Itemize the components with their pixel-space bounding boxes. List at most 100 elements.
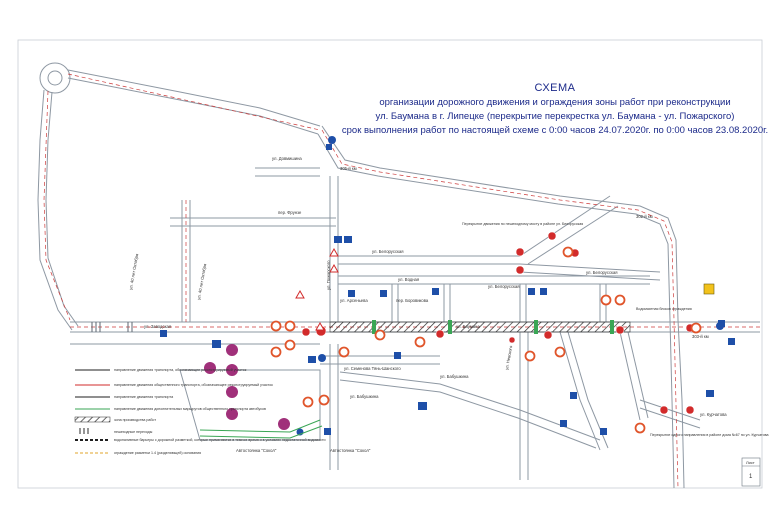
prohibition-sign <box>338 346 350 358</box>
km-303: 303-й км <box>692 334 709 339</box>
note-boundary: Водомаятная блоков ограждения <box>636 307 692 311</box>
prohibition-sign <box>524 350 536 362</box>
prohibition-sign <box>554 346 566 358</box>
bus-stop-marker <box>204 362 216 374</box>
bus-stop-marker <box>226 408 238 420</box>
crosswalks <box>91 322 133 332</box>
street-babushkina2: ул. Бабушкина <box>350 394 379 399</box>
prohibition-sign <box>634 422 646 434</box>
prohibition-sign <box>414 336 426 348</box>
mandatory-sign <box>328 136 336 144</box>
info-sign <box>348 290 355 297</box>
note-closure-right: Перекрытие одного направления в районе д… <box>650 433 769 437</box>
no-entry-sign <box>515 247 525 257</box>
no-entry-sign <box>543 330 553 340</box>
info-sign <box>600 428 607 435</box>
km-302: 302-й км <box>636 214 653 219</box>
work-zone <box>329 321 631 333</box>
legend-label-3: направление движения дополнительных марш… <box>114 407 266 411</box>
legend-label-1: направление движения общественного транс… <box>114 383 273 387</box>
barrier <box>372 320 376 334</box>
info-sign <box>344 236 352 243</box>
roundabout-outer <box>39 62 71 94</box>
info-sign <box>160 330 167 337</box>
info-sign <box>380 290 387 297</box>
prohibition-sign <box>284 339 296 351</box>
street-vodnaya: ул. Водная <box>398 277 419 282</box>
water-barriers <box>372 320 614 334</box>
no-entry-sign <box>659 405 669 415</box>
no-entry-sign <box>547 231 557 241</box>
bus-routes <box>199 419 323 439</box>
street-baumana: ул. Баумана <box>456 324 480 329</box>
barrier <box>534 320 538 334</box>
warning-sign <box>329 247 339 257</box>
street-belorusskaya-right: ул. Белорусская <box>586 270 618 275</box>
prohibition-sign <box>600 294 612 306</box>
prohibition-sign <box>374 329 386 341</box>
bus-stop-marker <box>226 364 238 376</box>
info-sign <box>728 338 735 345</box>
barrier <box>448 320 452 334</box>
bus-stops <box>204 344 290 430</box>
mandatory-sign <box>716 322 724 330</box>
street-belorusskaya-mid: ул. Белорусская <box>488 284 520 289</box>
street-belorusskaya-top: ул. Белорусская <box>372 249 404 254</box>
stamp-label: Лист <box>746 460 755 465</box>
prohibition-sign <box>302 396 314 408</box>
bus-stop-marker <box>226 386 238 398</box>
prohibition-sign <box>690 322 702 334</box>
legend <box>74 369 111 454</box>
no-entry-sign <box>508 336 516 344</box>
street-arsenieva: ул. Арсеньева <box>340 298 368 303</box>
street-labels: ул. Довмишина пер. Фрунзе ул. Белорусска… <box>144 156 727 453</box>
detour-sign <box>703 283 715 295</box>
no-entry-sign <box>435 329 445 339</box>
km-305: 305-й км <box>340 166 357 171</box>
stamp-number: 1 <box>749 474 753 480</box>
legend-label-4: зона производства работ <box>114 418 156 422</box>
no-entry-sign <box>515 265 525 275</box>
scheme-subtitle-3: срок выполнения работ по настоящей схеме… <box>341 125 769 136</box>
legend-label-6: водоналивные барьеры с дорожной разметко… <box>114 438 326 442</box>
prohibition-sign <box>562 246 574 258</box>
street-kurchatova: ул. Курчатова <box>700 412 727 417</box>
info-sign <box>326 144 332 150</box>
warning-sign <box>315 321 325 331</box>
scheme-subtitle-1: организации дорожного движения и огражде… <box>379 97 731 108</box>
barrier <box>610 320 614 334</box>
legend-labels: направление движения транспорта, обознач… <box>114 368 326 455</box>
prohibition-sign <box>270 346 282 358</box>
street-octyabrya: ул. 40 лет Октября <box>196 263 207 300</box>
info-sign <box>528 288 535 295</box>
bus-stop-marker <box>226 344 238 356</box>
info-sign <box>560 420 567 427</box>
mandatory-sign <box>318 354 326 362</box>
info-sign <box>570 392 577 399</box>
no-entry-sign <box>301 327 311 337</box>
street-pozharskogo: ул. Пожарского <box>326 260 331 290</box>
street-avtovokzal: Автостоянка "Сокол" <box>330 448 371 453</box>
legend-label-5: пешеходные переходы <box>114 430 153 434</box>
street-octyabrya-2: ул. 40 лет Октября <box>128 253 139 290</box>
no-entry-sign <box>685 405 695 415</box>
info-sign <box>324 428 331 435</box>
note-closure-belorusskaya: Перекрытие движения по пешеходному мосту… <box>462 222 583 226</box>
info-sign <box>334 236 342 243</box>
scheme-subtitle-2: ул. Баумана в г. Липецке (перекрытие пер… <box>375 111 735 122</box>
street-nevskogo: ул. Невского <box>504 345 513 371</box>
street-frunze: пер. Фрунзе <box>278 210 302 215</box>
street-zavodskaya: ул. Заводская <box>144 324 171 329</box>
prohibition-sign <box>614 294 626 306</box>
vertical-street-labels: ул. Пожарского ул. 40 лет Октября ул. 40… <box>128 253 513 370</box>
no-entry-sign <box>615 325 625 335</box>
info-sign <box>706 390 714 397</box>
street-semenova: ул. Семенова Тянь-Шанского <box>344 366 401 371</box>
warning-sign <box>329 263 339 273</box>
road-signs <box>160 136 735 436</box>
info-sign <box>308 356 316 363</box>
notes: Перекрытие движения по пешеходному мосту… <box>462 222 769 437</box>
street-dovmanshina: ул. Довмишина <box>272 156 302 161</box>
